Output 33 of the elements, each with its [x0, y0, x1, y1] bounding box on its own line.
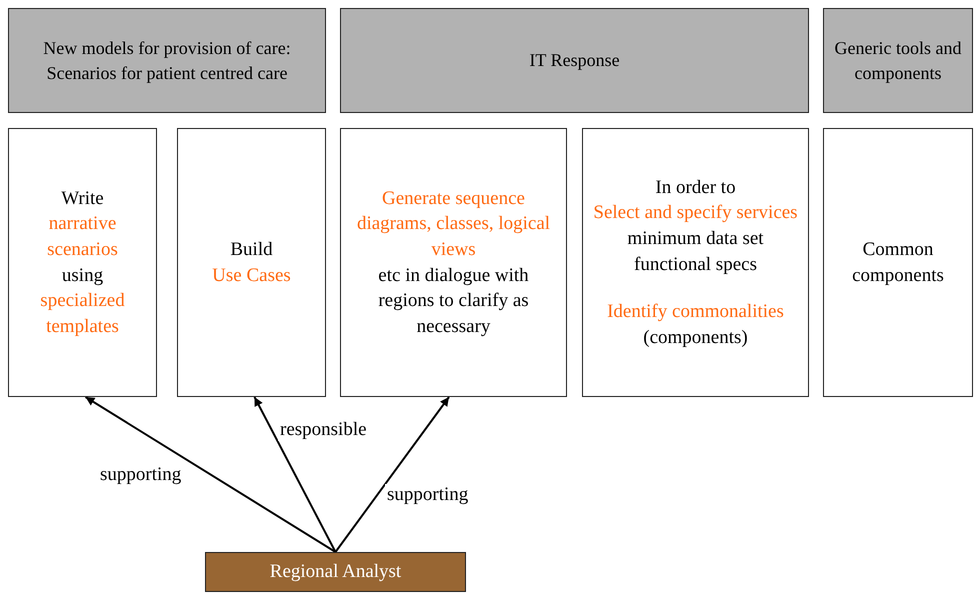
process-box — [823, 128, 973, 397]
box-text: Regional Analyst — [270, 560, 402, 584]
box-text: In order to — [655, 176, 736, 200]
box-text: Select and specify services — [593, 201, 798, 226]
box-text: Identify commonalities — [607, 300, 784, 324]
box-text: Build — [230, 238, 273, 262]
process-box — [340, 128, 567, 397]
edge-label: supporting — [98, 464, 184, 486]
box-text: (components) — [643, 326, 748, 350]
box-text: narrative scenarios — [46, 212, 119, 262]
box-text: specialized templates — [39, 289, 126, 339]
box-text: Write — [61, 186, 104, 211]
column-header — [823, 8, 973, 113]
arrow — [84, 396, 336, 553]
actor-box — [205, 552, 466, 592]
column-header — [340, 8, 809, 113]
arrow — [334, 396, 450, 553]
process-box — [8, 128, 157, 397]
box-text: minimum data set functional specs — [626, 226, 765, 276]
box-text: Generate sequence diagrams, classes, logical views — [356, 186, 552, 262]
process-box — [582, 128, 809, 397]
column-header — [8, 8, 326, 113]
edge-label: responsible — [278, 419, 369, 441]
box-text: New models for provision of care: Scenarios for patient centred care — [42, 37, 292, 85]
box-text: etc in dialogue with regions to clarify as necessary — [377, 264, 530, 339]
arrow — [254, 396, 336, 552]
box-text: Use Cases — [212, 264, 291, 288]
box-text: Generic tools and components — [834, 37, 962, 85]
box-text: IT Response — [529, 49, 620, 72]
box-text: Common components — [851, 238, 945, 288]
process-box — [177, 128, 326, 397]
edge-label: supporting — [385, 484, 470, 506]
box-text: using — [62, 264, 104, 288]
